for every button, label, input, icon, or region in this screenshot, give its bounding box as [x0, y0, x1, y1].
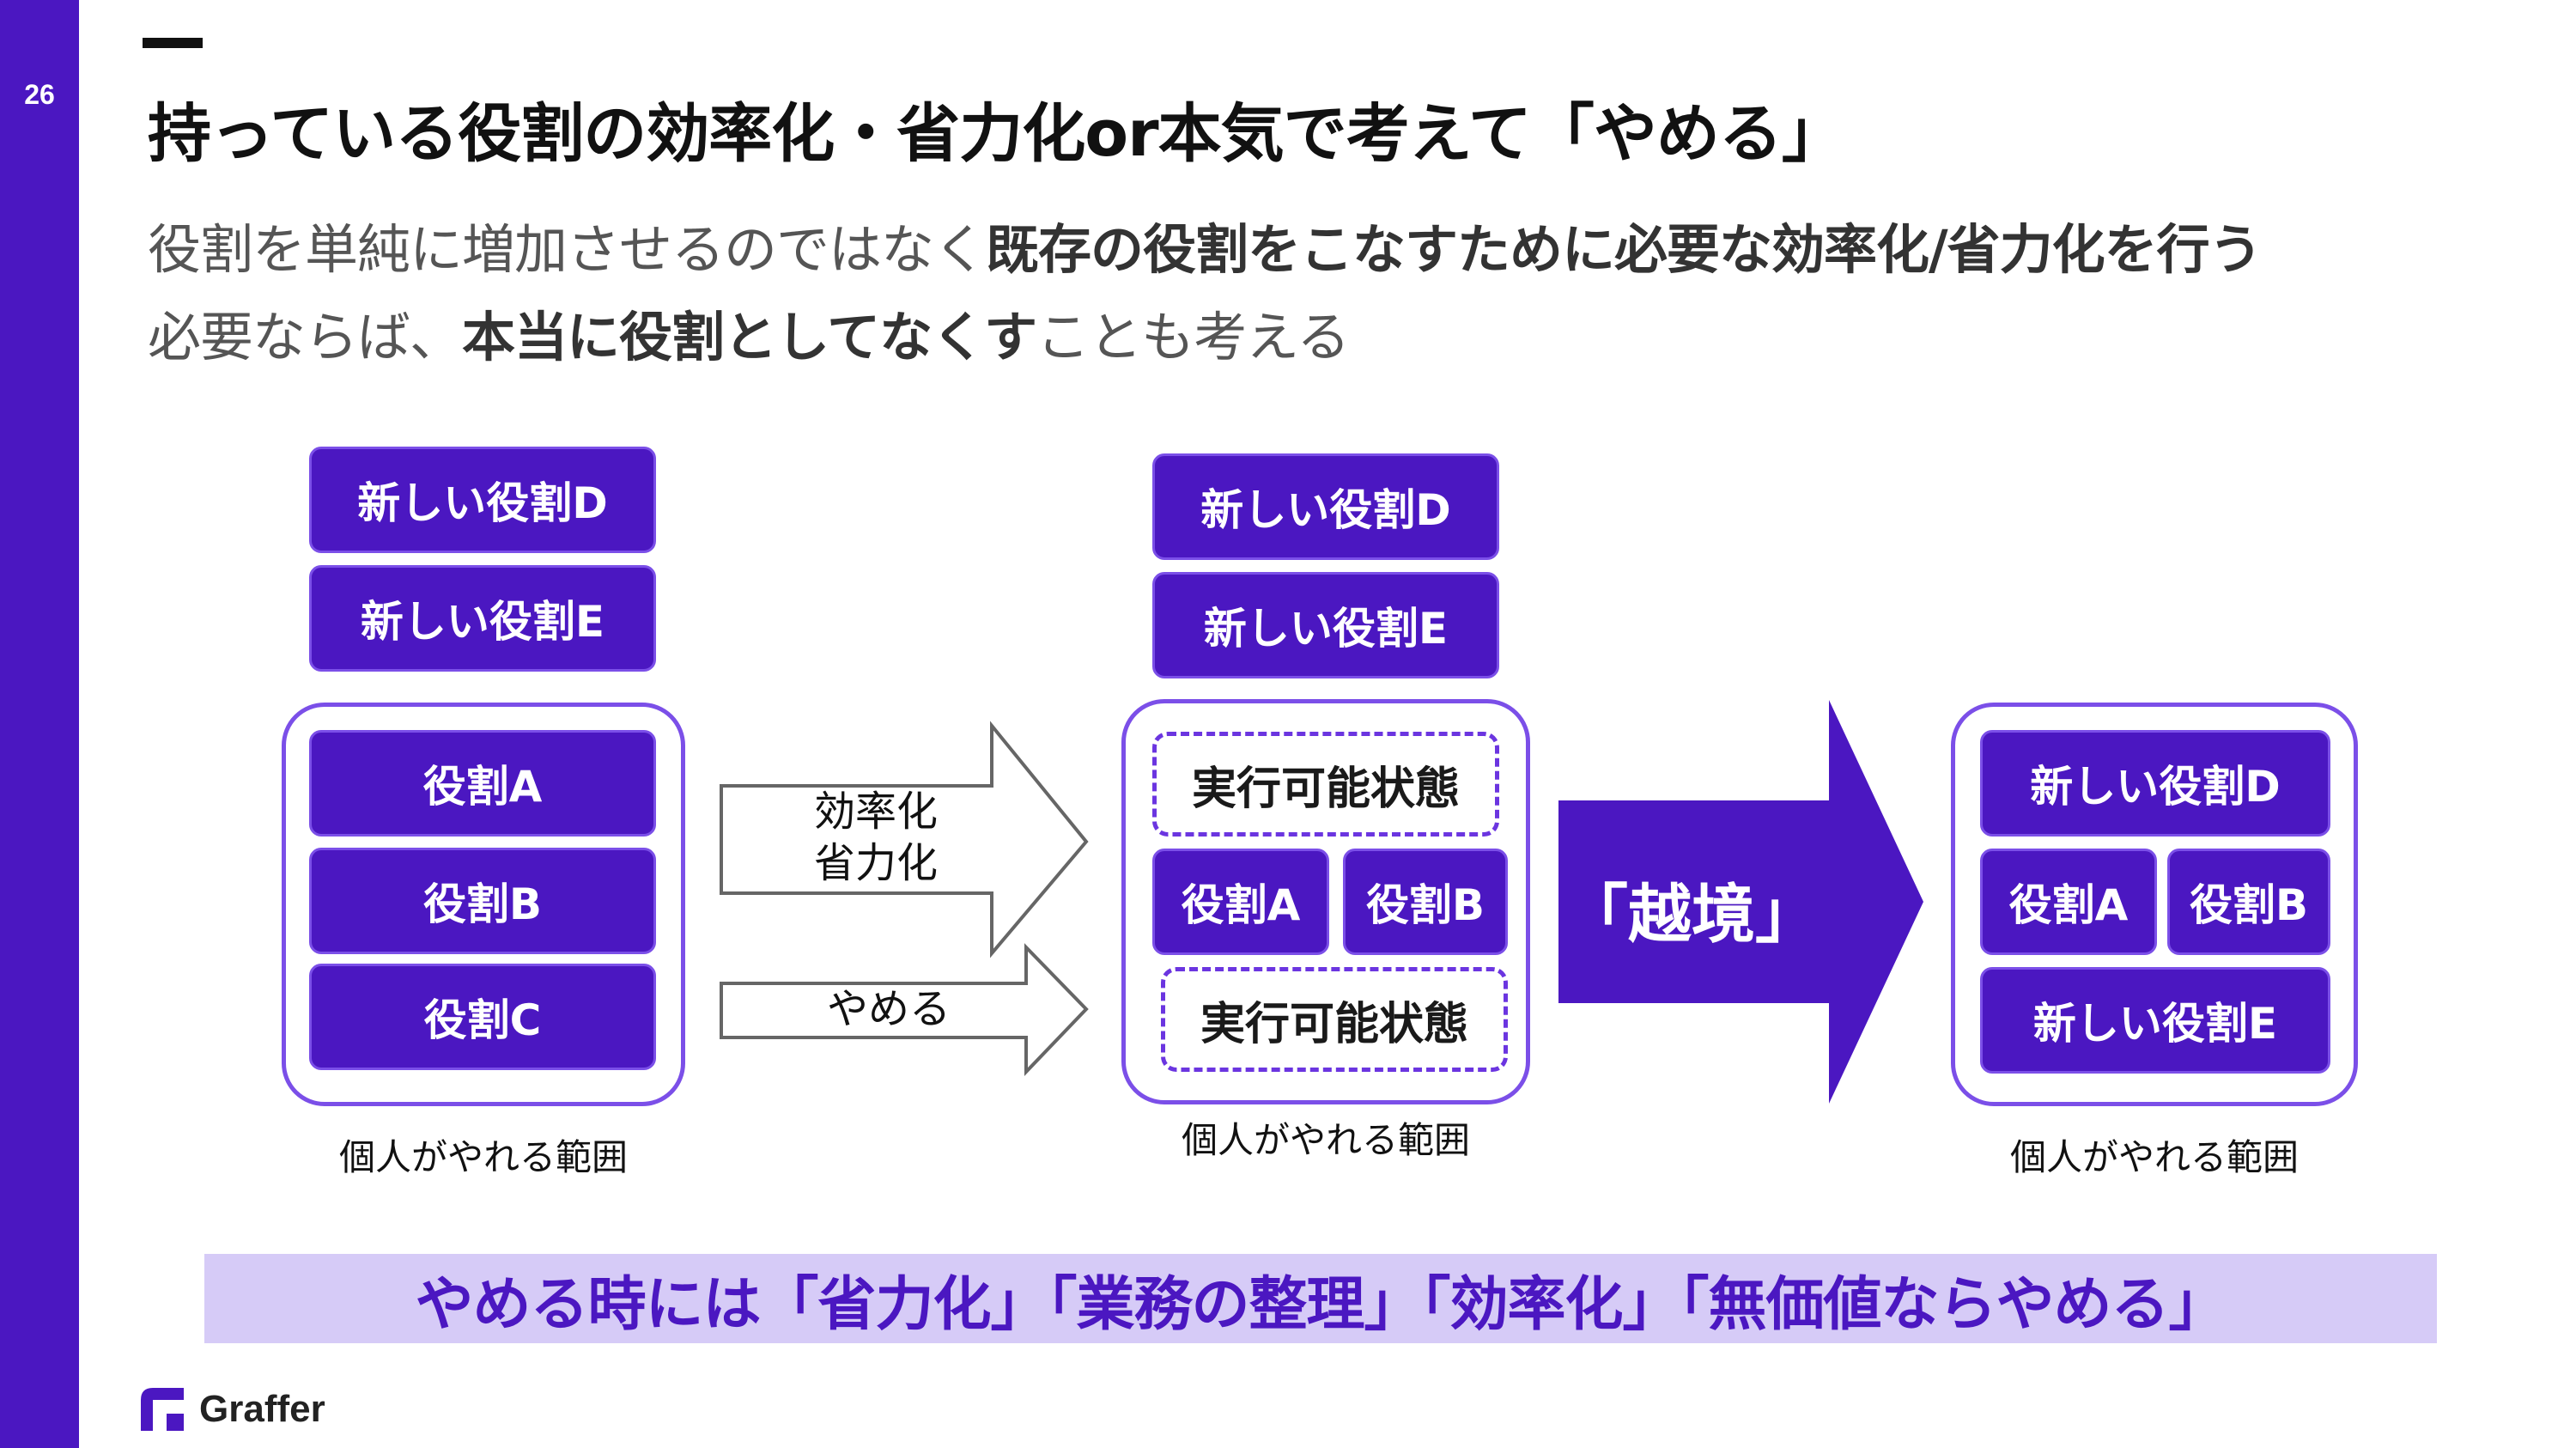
- subtitle-text: 役割を単純に増加させるのではなく: [148, 218, 987, 281]
- efficiency-arrow: [720, 721, 1089, 958]
- graffer-logo: Graffer: [141, 1388, 325, 1431]
- page-number: 26: [24, 79, 55, 110]
- middle-executable-state-1: 実行可能状態: [1152, 732, 1499, 837]
- left-new-role-d: 新しい役割D: [309, 447, 656, 553]
- left-new-role-e: 新しい役割E: [309, 565, 656, 672]
- subtitle-line-1: 役割を単純に増加させるのではなく既存の役割をこなすために必要な効率化/省力化を行…: [148, 206, 2263, 283]
- subtitle-emphasis: 既存の役割をこなすために必要な効率化/省力化を行う: [986, 218, 2263, 281]
- middle-role-a: 役割A: [1152, 849, 1329, 955]
- title-accent-bar: [143, 38, 203, 48]
- slide-title: 持っている役割の効率化・省力化or本気で考えて「やめる」: [148, 97, 1845, 171]
- subtitle-emphasis: 本当に役割としてなくす: [462, 306, 1037, 368]
- boundary-crossing-arrow: [1558, 700, 1923, 1104]
- middle-caption: 個人がやれる範囲: [1181, 1119, 1470, 1161]
- subtitle-text: 必要ならば、: [148, 306, 463, 368]
- middle-executable-state-2: 実行可能状態: [1161, 967, 1508, 1072]
- subtitle-text: ことも考える: [1036, 306, 1350, 368]
- logo-text: Graffer: [199, 1388, 325, 1430]
- middle-role-b: 役割B: [1343, 849, 1508, 955]
- efficiency-arrow-label: 効率化 省力化: [773, 786, 979, 889]
- left-role-a: 役割A: [309, 730, 656, 837]
- quit-arrow: [720, 943, 1089, 1076]
- middle-new-role-d: 新しい役割D: [1152, 453, 1499, 560]
- summary-banner: やめる時には「省力化」「業務の整理」「効率化」「無価値ならやめる」: [204, 1254, 2437, 1343]
- right-role-a: 役割A: [1980, 849, 2157, 955]
- label-labor-saving: 省力化: [813, 839, 938, 887]
- right-role-b: 役割B: [2167, 849, 2330, 955]
- boundary-crossing-label: 「越境」: [1564, 878, 1819, 952]
- subtitle-line-2: 必要ならば、本当に役割としてなくすことも考える: [148, 294, 1350, 371]
- middle-new-role-e: 新しい役割E: [1152, 572, 1499, 678]
- left-role-c: 役割C: [309, 964, 656, 1070]
- graffer-logo-icon: [141, 1388, 184, 1431]
- right-new-role-d: 新しい役割D: [1980, 730, 2330, 837]
- sidebar: 26: [0, 0, 79, 1448]
- left-role-b: 役割B: [309, 848, 656, 954]
- right-new-role-e: 新しい役割E: [1980, 967, 2330, 1074]
- left-caption: 個人がやれる範囲: [338, 1136, 628, 1178]
- quit-arrow-label: やめる: [826, 985, 951, 1033]
- label-efficiency: 効率化: [813, 788, 938, 836]
- right-caption: 個人がやれる範囲: [2009, 1136, 2299, 1178]
